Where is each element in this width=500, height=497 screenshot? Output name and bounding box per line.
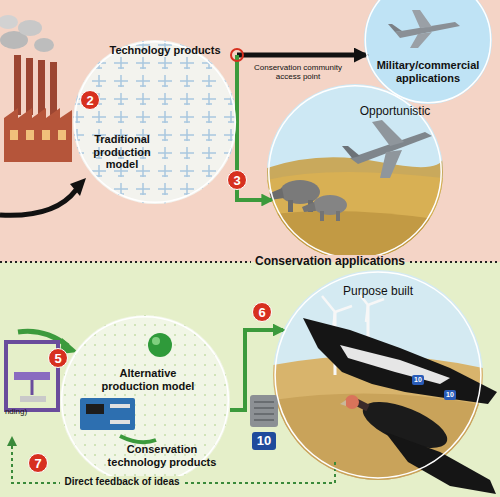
circle-outline bbox=[75, 42, 236, 203]
alternative-circle-fill bbox=[60, 315, 230, 485]
factory-icon bbox=[0, 15, 18, 29]
circle-outline bbox=[73, 40, 237, 204]
scene-circle: Purpose built bbox=[273, 270, 483, 480]
military-circle-fill bbox=[388, 24, 402, 32]
condor bbox=[303, 318, 497, 404]
access-note: Conservation community access point bbox=[248, 63, 348, 81]
tag-device bbox=[250, 395, 278, 427]
alternative-circle-fill bbox=[60, 315, 230, 485]
application-circle: Military/commercial applications bbox=[364, 0, 492, 104]
callout-number: 7 bbox=[28, 453, 48, 473]
factory-icon bbox=[34, 38, 54, 52]
node-text: Technology products bbox=[100, 44, 230, 57]
decor-arrows bbox=[0, 190, 76, 215]
access-point-ring bbox=[231, 49, 243, 61]
feedback-line bbox=[7, 436, 17, 446]
production-circle: Alternative production modelConservation… bbox=[60, 315, 230, 485]
opportunistic-scene bbox=[313, 195, 347, 215]
alternative-circle-fill bbox=[60, 315, 230, 485]
node-text: Military/commercial applications bbox=[368, 59, 488, 84]
callout-number: 3 bbox=[227, 170, 247, 190]
decor-arrows bbox=[0, 178, 86, 354]
opportunistic-scene bbox=[302, 202, 316, 212]
printer-and-board bbox=[86, 404, 104, 414]
circle-outline bbox=[62, 317, 229, 484]
printer-and-board bbox=[80, 398, 135, 430]
callout-number: 6 bbox=[252, 302, 272, 322]
flow-arrow bbox=[237, 53, 366, 58]
opportunistic-scene bbox=[267, 172, 443, 260]
factory-icon bbox=[14, 55, 21, 115]
condor bbox=[345, 395, 359, 409]
circle-outline bbox=[365, 0, 490, 103]
tag-device bbox=[254, 402, 274, 420]
circle-outline bbox=[275, 272, 481, 478]
traditional-circle-fill bbox=[73, 40, 237, 204]
node-subtext: Conservation technology products bbox=[101, 443, 223, 468]
printer-and-board bbox=[20, 396, 46, 402]
opportunistic-scene bbox=[320, 211, 324, 221]
alternative-circle-fill bbox=[152, 337, 160, 345]
printer-and-board bbox=[110, 420, 130, 424]
printer-and-board bbox=[14, 372, 50, 380]
circle-outline bbox=[273, 270, 483, 480]
production-circle: Technology productsTraditional productio… bbox=[73, 40, 237, 204]
factory-icon bbox=[4, 108, 72, 162]
printer-and-board bbox=[31, 380, 34, 395]
circle-outline bbox=[364, 0, 492, 104]
alternative-circle-fill bbox=[148, 333, 172, 357]
tag-device bbox=[250, 395, 278, 427]
node-subtext: Traditional production model bbox=[76, 133, 168, 171]
opportunistic-scene bbox=[336, 211, 340, 221]
printer-and-board bbox=[6, 342, 156, 442]
condor bbox=[340, 400, 346, 406]
factory-icon bbox=[42, 130, 50, 140]
opportunistic-scene bbox=[342, 146, 360, 158]
factory-icon bbox=[10, 130, 18, 140]
decor-arrows bbox=[70, 178, 86, 196]
callout-number: 2 bbox=[80, 90, 100, 110]
wing-tag: 10 bbox=[444, 390, 456, 400]
factory-icon bbox=[58, 130, 66, 140]
opportunistic-scene bbox=[288, 200, 293, 212]
opportunistic-scene bbox=[280, 180, 320, 204]
printer-and-board bbox=[120, 436, 156, 442]
wing-tag: 10 bbox=[412, 375, 424, 385]
factory-icon bbox=[26, 130, 34, 140]
feedback-note: Direct feedback of ideas bbox=[60, 476, 183, 488]
cut-note: nding) bbox=[5, 407, 27, 416]
grounds bbox=[0, 0, 500, 262]
opportunistic-scene bbox=[372, 120, 404, 178]
printer-and-board bbox=[110, 404, 130, 408]
tag-number: 10 bbox=[252, 432, 276, 451]
section-heading: Conservation applications bbox=[251, 255, 409, 269]
callout-number: 5 bbox=[48, 348, 68, 368]
node-text: Opportunistic bbox=[345, 105, 445, 119]
node-text: Purpose built bbox=[323, 285, 433, 299]
traditional-circle-fill bbox=[73, 40, 237, 204]
scene-circle: Opportunistic bbox=[267, 84, 443, 260]
traditional-circle-fill bbox=[73, 40, 237, 204]
factory-icon bbox=[18, 20, 42, 36]
factory-icon bbox=[26, 58, 33, 115]
factory-icon bbox=[0, 15, 72, 162]
condor bbox=[340, 345, 450, 384]
grounds bbox=[0, 262, 500, 497]
military-circle-fill bbox=[364, 0, 492, 104]
opportunistic-scene bbox=[267, 157, 443, 260]
military-circle-fill bbox=[364, 0, 492, 104]
factory-icon bbox=[38, 60, 45, 115]
condor bbox=[385, 432, 496, 494]
node-text: Alternative production model bbox=[96, 367, 201, 392]
opportunistic-scene bbox=[267, 211, 443, 260]
factory-icon bbox=[50, 62, 57, 115]
military-circle-fill bbox=[410, 10, 432, 48]
